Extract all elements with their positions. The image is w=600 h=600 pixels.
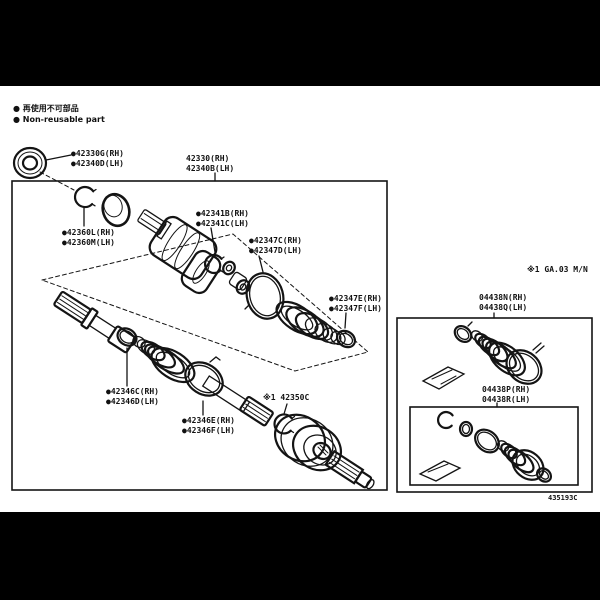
part-number: 42330(RH) <box>186 154 230 163</box>
part-number: ※1 42350C <box>263 393 310 402</box>
inboard-kit-snap-ring-drawing <box>436 410 454 430</box>
main-assembly-box <box>11 180 388 491</box>
inboard-kit-boot-drawing <box>496 440 545 481</box>
top-black-band <box>0 0 600 86</box>
inboard-boot-kit-box <box>409 406 579 486</box>
part-label-inboard-boot-kit: 04438P(RH) 04438R(LH) <box>482 385 530 404</box>
part-number: ●42346D(LH) <box>106 396 159 406</box>
part-number: ●42340D(LH) <box>71 158 124 168</box>
dashed-group-outline <box>40 233 370 372</box>
shaft-splined-end-drawing <box>201 375 274 427</box>
part-number: 04438P(RH) <box>482 385 531 394</box>
part-label-outboard-clamp: ●42346C(RH) ●42346D(LH) <box>106 387 159 406</box>
part-label-shaft-snap-ring: ※1 42350C <box>263 393 309 403</box>
part-number: ●42347C(RH) <box>249 236 302 245</box>
part-number: 04438Q(LH) <box>479 302 528 312</box>
part-label-drive-shaft-assy: 42330(RH) 42340B(LH) <box>186 154 234 173</box>
part-number: ●42341B(RH) <box>196 209 249 218</box>
part-number: ●42347D(LH) <box>249 245 302 255</box>
part-number: ●42346F(LH) <box>182 425 235 435</box>
outboard-kit-boot-drawing <box>470 330 526 377</box>
outboard-kit-grease-packet-drawing <box>421 366 466 390</box>
inboard-joint-drawing <box>137 209 222 295</box>
part-number: ●42360L(RH) <box>62 228 115 237</box>
part-label-outboard-boot: ●42346E(RH) ●42346F(LH) <box>182 416 235 435</box>
dust-deflector-drawing <box>101 192 131 228</box>
bottom-black-band <box>0 512 600 600</box>
part-label-oil-seal: ●42330G(RH) ●42340D(LH) <box>71 149 124 168</box>
inboard-kit-end-clamp-drawing <box>535 467 553 483</box>
part-label-outboard-boot-kit: 04438N(RH) 04438Q(LH) <box>479 293 527 312</box>
inboard-kit-washer-drawing <box>458 420 474 438</box>
part-number: ●42346E(RH) <box>182 416 235 425</box>
part-number: ●42347E(RH) <box>329 294 382 303</box>
inboard-small-clamp-drawing <box>335 329 357 349</box>
snap-ring-drawing <box>73 185 97 209</box>
legend-line-en: ● Non-reusable part <box>13 115 105 124</box>
part-label-inboard-clamp-small: ●42347E(RH) ●42347F(LH) <box>329 294 382 313</box>
part-number: 42340B(LH) <box>186 163 235 173</box>
inboard-kit-grease-packet-drawing <box>418 460 462 482</box>
inboard-boot-drawing <box>275 300 346 346</box>
part-label-inboard-joint: ●42360L(RH) ●42360M(LH) <box>62 228 115 247</box>
inboard-snap-ring-drawing <box>203 253 225 275</box>
part-number: 04438R(LH) <box>482 394 531 404</box>
leader-lines <box>39 154 498 416</box>
shaft-snap-ring-drawing <box>273 413 296 435</box>
part-label-inboard-clamp-large: ●42347C(RH) ●42347D(LH) <box>249 236 302 255</box>
part-number: ●42360M(LH) <box>62 237 115 247</box>
part-number: ●42341C(LH) <box>196 218 249 228</box>
outboard-joint-drawing <box>274 413 375 490</box>
inboard-kit-clamp-drawing <box>474 428 500 454</box>
outboard-boot-drawing <box>132 335 196 384</box>
part-label-inboard-snap-ring: ●42341B(RH) ●42341C(LH) <box>196 209 249 228</box>
outboard-kit-clamp-small-drawing <box>453 321 473 343</box>
outboard-kit-clamp-large-drawing <box>505 342 545 385</box>
tripod-rollers-drawing <box>222 260 251 295</box>
figure-code: 435193C <box>548 494 578 502</box>
oil-seal-drawing <box>12 146 48 180</box>
part-number: 04438N(RH) <box>479 293 528 302</box>
part-number: ●42330G(RH) <box>71 149 124 158</box>
outboard-large-clamp-drawing <box>184 356 224 397</box>
applicability-note: ※1 GA.03 M/N <box>527 265 588 274</box>
legend-line-jp: ● 再使用不可部品 <box>13 104 79 113</box>
part-number: ●42346C(RH) <box>106 387 159 396</box>
part-number: ●42347F(LH) <box>329 303 382 313</box>
inboard-large-clamp-drawing <box>244 272 285 320</box>
